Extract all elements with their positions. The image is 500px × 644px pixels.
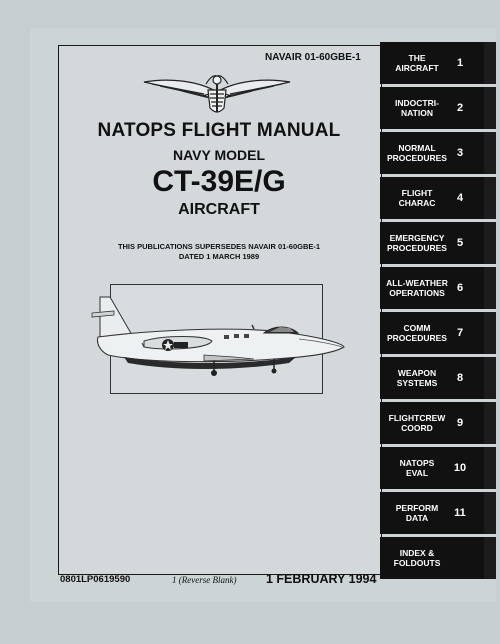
aircraft-illustration bbox=[91, 296, 345, 376]
tab-natops-eval[interactable]: NATOPS EVAL 10 bbox=[380, 447, 496, 489]
aircraft-label: AIRCRAFT bbox=[178, 201, 260, 218]
tab-label: INDOCTRI- NATION bbox=[395, 98, 439, 118]
tab-number: 1 bbox=[456, 57, 464, 69]
tab-number: 9 bbox=[456, 417, 464, 429]
footer-page-note: 1 (Reverse Blank) bbox=[172, 575, 237, 585]
supersedes-notice: THIS PUBLICATIONS SUPERSEDES NAVAIR 01-6… bbox=[60, 242, 378, 262]
tab-number: 6 bbox=[456, 282, 464, 294]
tab-label: FLIGHTCREW COORD bbox=[388, 413, 446, 433]
tab-perform-data[interactable]: PERFORM DATA 11 bbox=[380, 492, 496, 534]
naval-aviator-wings-icon bbox=[143, 75, 291, 113]
tab-label: FLIGHT CHARAC bbox=[398, 188, 436, 208]
tab-label: PERFORM DATA bbox=[395, 503, 439, 523]
model-label: NAVY MODEL bbox=[172, 147, 266, 163]
document-id: NAVAIR 01-60GBE-1 bbox=[265, 52, 361, 63]
tab-label: THE AIRCRAFT bbox=[395, 53, 439, 73]
tab-flightcrew-coord[interactable]: FLIGHTCREW COORD 9 bbox=[380, 402, 496, 444]
tab-number: 4 bbox=[456, 192, 464, 204]
manual-title: NATOPS FLIGHT MANUAL bbox=[97, 120, 341, 141]
footer-code: 0801LP0619590 bbox=[60, 574, 131, 585]
tab-label: INDEX & FOLDOUTS bbox=[393, 548, 441, 568]
tab-number: 10 bbox=[453, 462, 467, 474]
footer-date: 1 FEBRUARY 1994 bbox=[266, 572, 377, 586]
tab-index-foldouts[interactable]: INDEX & FOLDOUTS bbox=[380, 537, 496, 579]
tab-the-aircraft[interactable]: THE AIRCRAFT 1 bbox=[380, 42, 496, 84]
tab-emergency-procedures[interactable]: EMERGENCY PROCEDURES 5 bbox=[380, 222, 496, 264]
tab-flight-charac[interactable]: FLIGHT CHARAC 4 bbox=[380, 177, 496, 219]
tab-number: 8 bbox=[456, 372, 464, 384]
tab-number: 2 bbox=[456, 102, 464, 114]
tab-weapon-systems[interactable]: WEAPON SYSTEMS 8 bbox=[380, 357, 496, 399]
tab-label: EMERGENCY PROCEDURES bbox=[387, 233, 447, 253]
tab-number: 11 bbox=[454, 507, 466, 519]
model-designation: CT-39E/G bbox=[152, 165, 286, 198]
tab-number: 3 bbox=[456, 147, 464, 159]
supersedes-line-2: DATED 1 MARCH 1989 bbox=[178, 252, 260, 261]
tab-all-weather-operations[interactable]: ALL-WEATHER OPERATIONS 6 bbox=[380, 267, 496, 309]
tab-comm-procedures[interactable]: COMM PROCEDURES 7 bbox=[380, 312, 496, 354]
tab-number: 5 bbox=[456, 237, 464, 249]
tab-label: NATOPS EVAL bbox=[399, 458, 435, 478]
tab-indoctrination[interactable]: INDOCTRI- NATION 2 bbox=[380, 87, 496, 129]
tab-label: WEAPON SYSTEMS bbox=[396, 368, 438, 388]
tab-number: 7 bbox=[456, 327, 464, 339]
tab-normal-procedures[interactable]: NORMAL PROCEDURES 3 bbox=[380, 132, 496, 174]
tab-label: COMM PROCEDURES bbox=[387, 323, 447, 343]
supersedes-line-1: THIS PUBLICATIONS SUPERSEDES NAVAIR 01-6… bbox=[117, 242, 321, 251]
tab-label: ALL-WEATHER OPERATIONS bbox=[386, 278, 448, 298]
tab-label: NORMAL PROCEDURES bbox=[387, 143, 447, 163]
